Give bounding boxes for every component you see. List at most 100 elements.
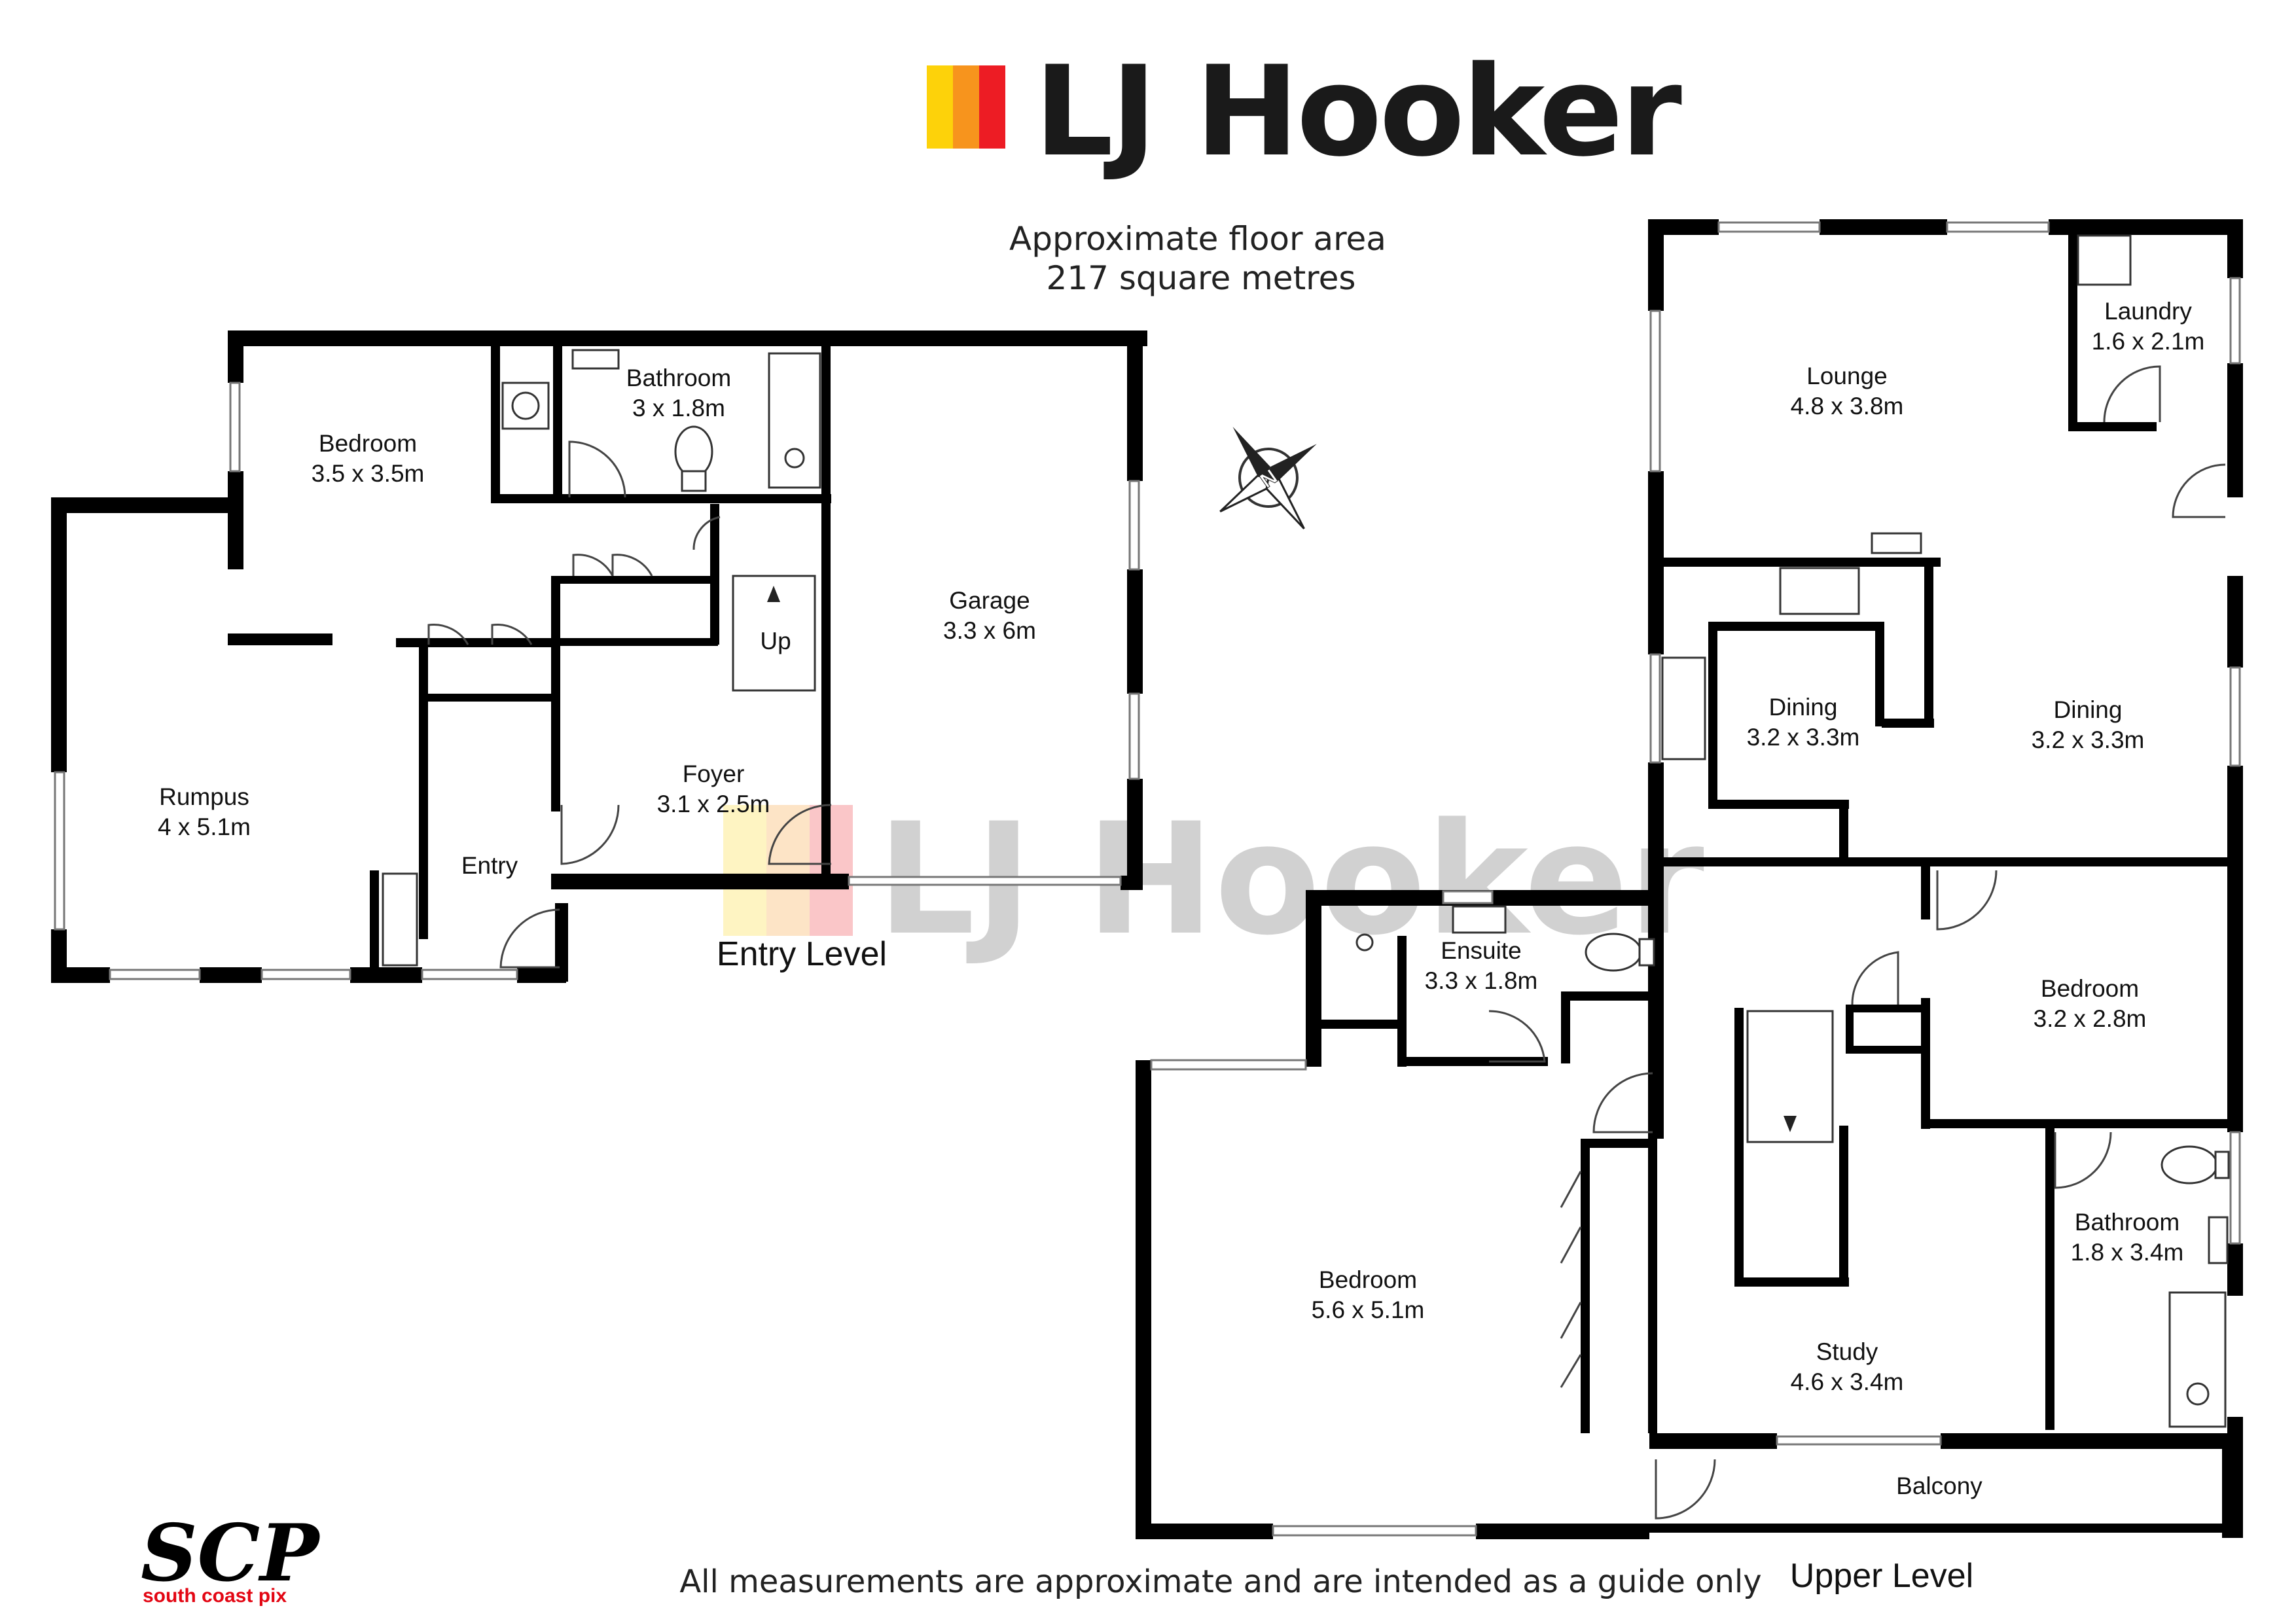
wall: [1882, 719, 1934, 728]
room-size-bedroom-main: 5.6 x 5.1m: [1312, 1296, 1425, 1323]
window: [1776, 1435, 1942, 1446]
wall: [1708, 622, 1717, 808]
room-name-ensuite: Ensuite: [1441, 937, 1521, 964]
dryer-icon: [2077, 234, 2132, 286]
window: [1272, 1525, 1477, 1537]
window: [1128, 480, 1140, 571]
door-swing: [1560, 1171, 1582, 1388]
floor-area-line1: Approximate floor area: [1009, 220, 1386, 258]
door-swing: [1655, 1459, 1716, 1520]
wall: [2045, 1119, 2054, 1430]
room-name-foyer: Foyer: [683, 760, 745, 787]
room-name-study: Study: [1816, 1338, 1878, 1365]
compass-icon: N: [1219, 427, 1317, 529]
wall: [1121, 876, 1143, 890]
room-name-bedroom-small: Bedroom: [2041, 975, 2139, 1002]
wall: [1649, 1524, 2243, 1533]
wall: [1561, 991, 1653, 1001]
photographer-name: south coast pix: [143, 1585, 287, 1607]
wall: [553, 346, 562, 503]
logo-bar-red: [979, 65, 1005, 149]
window: [1128, 692, 1140, 780]
toilet-icon: [674, 425, 713, 478]
wall: [350, 967, 422, 983]
wall: [1127, 779, 1143, 890]
room-size-ensuite: 3.3 x 1.8m: [1425, 967, 1538, 994]
door-swing: [427, 624, 533, 645]
photographer-logo: SCP south coast pix: [141, 1507, 321, 1607]
room-size-bathroom-upper: 1.8 x 3.4m: [2071, 1239, 2184, 1266]
shower-icon: [1355, 933, 1374, 952]
wall: [1648, 219, 1664, 311]
sink-icon: [1661, 656, 1706, 760]
cooktop-icon: [1779, 567, 1860, 615]
room-name-bathroom: Bathroom: [626, 365, 731, 391]
wall: [1476, 1524, 1649, 1539]
wall: [1921, 1119, 2243, 1128]
vanity-icon: [571, 349, 620, 370]
door-swing: [1488, 1010, 1546, 1063]
wall: [51, 497, 67, 772]
bathtub-icon: [2168, 1291, 2227, 1428]
wall: [1924, 558, 1933, 728]
level-label-entry: Entry Level: [717, 935, 887, 973]
door-swing: [2172, 463, 2226, 518]
room-name-lounge: Lounge: [1806, 363, 1887, 389]
window: [421, 969, 518, 980]
wall: [1306, 890, 1321, 1067]
window: [1442, 890, 1494, 904]
room-name-bedroom-main: Bedroom: [1319, 1266, 1417, 1293]
logo-bar-orange: [953, 65, 979, 149]
window: [1717, 221, 1821, 233]
window: [2229, 1131, 2241, 1245]
basin-icon: [1452, 905, 1507, 934]
room-name-rumpus: Rumpus: [159, 783, 249, 810]
watermark-bar-orange: [766, 805, 810, 936]
door-swing: [1592, 1072, 1653, 1133]
wall: [1839, 1126, 1848, 1286]
wall: [1397, 936, 1407, 1067]
room-size-dining-right: 3.2 x 3.3m: [2032, 726, 2145, 753]
wall: [1846, 1005, 1854, 1054]
room-size-rumpus: 4 x 5.1m: [158, 813, 251, 840]
wall: [710, 504, 719, 645]
wall: [2227, 1243, 2243, 1296]
wall: [228, 633, 332, 645]
wall: [1127, 330, 1143, 481]
wall: [419, 638, 428, 939]
door-swing: [692, 516, 721, 550]
watermark-bar-yellow: [723, 805, 766, 936]
wall: [200, 967, 262, 983]
wall: [1648, 864, 1664, 1139]
wall: [1649, 1433, 1777, 1449]
wall: [1921, 857, 1930, 919]
stairs-label: Up: [760, 628, 791, 654]
entry-level-plan: [51, 330, 1147, 983]
wall: [1820, 219, 1947, 235]
wall: [228, 471, 243, 569]
room-name-bathroom-upper: Bathroom: [2075, 1209, 2179, 1236]
photographer-mark: SCP: [141, 1507, 321, 1599]
room-name-balcony: Balcony: [1896, 1472, 1982, 1499]
room-name-entry: Entry: [461, 852, 518, 879]
door-swing: [1851, 951, 1899, 1005]
door-swing: [2103, 365, 2161, 423]
wall: [1734, 1008, 1744, 1286]
room-size-laundry: 1.6 x 2.1m: [2092, 328, 2205, 355]
window: [2229, 666, 2241, 767]
window: [1649, 653, 1661, 764]
window: [54, 771, 65, 931]
wall: [551, 874, 849, 889]
toilet-icon: [2161, 1145, 2218, 1185]
wall: [2068, 422, 2157, 431]
room-size-dining-left: 3.2 x 3.3m: [1747, 724, 1860, 751]
toilet-icon: [1585, 933, 1642, 972]
window: [1649, 310, 1661, 473]
wall: [1708, 800, 1849, 809]
wall: [228, 330, 243, 383]
room-size-lounge: 4.8 x 3.8m: [1791, 393, 1904, 419]
room-size-garage: 3.3 x 6m: [943, 617, 1036, 644]
wall: [51, 497, 243, 513]
room-name-garage: Garage: [949, 587, 1030, 614]
room-name-laundry: Laundry: [2104, 298, 2192, 325]
